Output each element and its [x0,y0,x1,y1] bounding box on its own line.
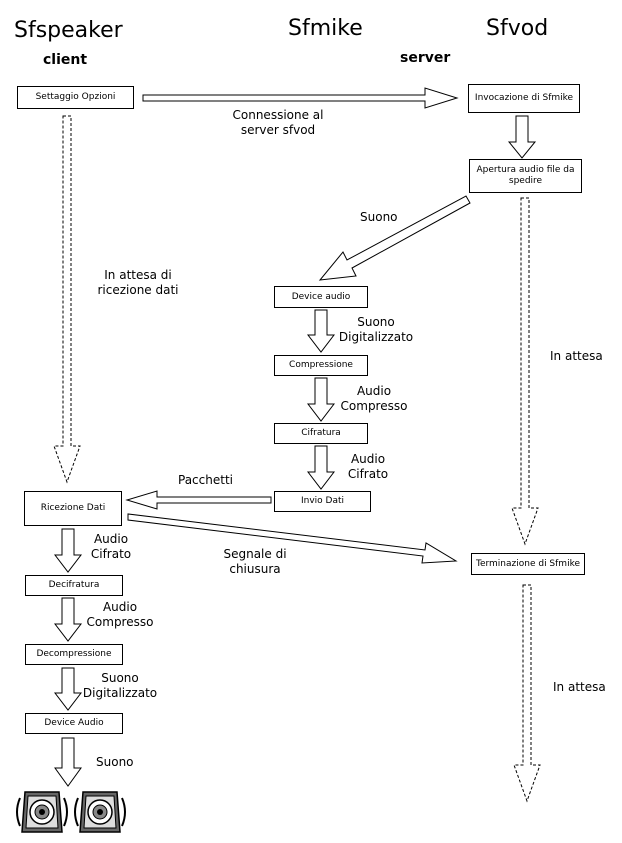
label-suono-digitalizzato-client: Suono Digitalizzato [82,671,158,700]
box-invio-dati: Invio Dati [274,491,371,512]
arrow-cifratura-invio [306,445,336,490]
label-segnale-chiusura: Segnale di chiusura [223,547,287,576]
arrow-invocazione-apertura [507,115,537,159]
box-ricezione-dati: Ricezione Dati [24,491,122,526]
mid-title: Sfmike [288,16,363,41]
box-device-audio-mid: Device audio [274,286,368,308]
arrow-device-compressione [306,309,336,353]
arrow-compressione-cifratura [306,377,336,422]
arrow-pacchetti [125,490,272,510]
arrow-device-speaker [54,737,82,787]
dashed-arrow-server-wait-2 [513,584,541,803]
box-cifratura: Cifratura [274,423,368,444]
label-connessione: Connessione al server sfvod [232,108,324,137]
box-decompressione: Decompressione [25,644,123,665]
box-terminazione-sfmike: Terminazione di Sfmike [471,553,585,575]
arrow-connessione [142,87,459,109]
server-subtitle: server [400,50,451,66]
arrow-decompressione-device [53,667,83,711]
label-audio-cifrato-mid: Audio Cifrato [347,452,389,481]
dashed-arrow-server-wait-1 [511,197,539,546]
arrow-suono-diagonal [318,195,471,281]
box-device-audio-client: Device Audio [25,713,123,734]
arrow-decifratura-decompressione [53,597,83,642]
label-pacchetti: Pacchetti [178,473,233,487]
arrow-ricezione-decifratura [53,528,83,573]
box-compressione: Compressione [274,355,368,376]
label-audio-compresso-client: Audio Compresso [86,600,154,629]
box-apertura-audio: Apertura audio file da spedire [469,159,582,193]
label-suono-digitalizzato-mid: Suono Digitalizzato [338,315,414,344]
arrow-segnale-chiusura [127,513,458,564]
speaker-icon [16,791,68,833]
label-audio-cifrato-client: Audio Cifrato [90,532,132,561]
speaker-icon [74,791,126,833]
client-title: Sfspeaker [14,18,123,43]
label-in-attesa-1: In attesa [550,349,603,363]
server-title: Sfvod [486,16,549,41]
client-subtitle: client [43,52,88,68]
box-invocazione-sfmike: Invocazione di Sfmike [468,84,580,113]
label-audio-compresso-mid: Audio Compresso [340,384,408,413]
label-suono-top: Suono [360,210,398,224]
box-decifratura: Decifratura [25,575,123,596]
box-settaggio-opzioni: Settaggio Opzioni [17,86,134,109]
label-attesa-client: In attesa di ricezione dati [97,268,179,297]
label-in-attesa-2: In attesa [553,680,606,694]
label-suono-bottom: Suono [96,755,134,769]
dashed-arrow-client-wait [53,115,81,484]
